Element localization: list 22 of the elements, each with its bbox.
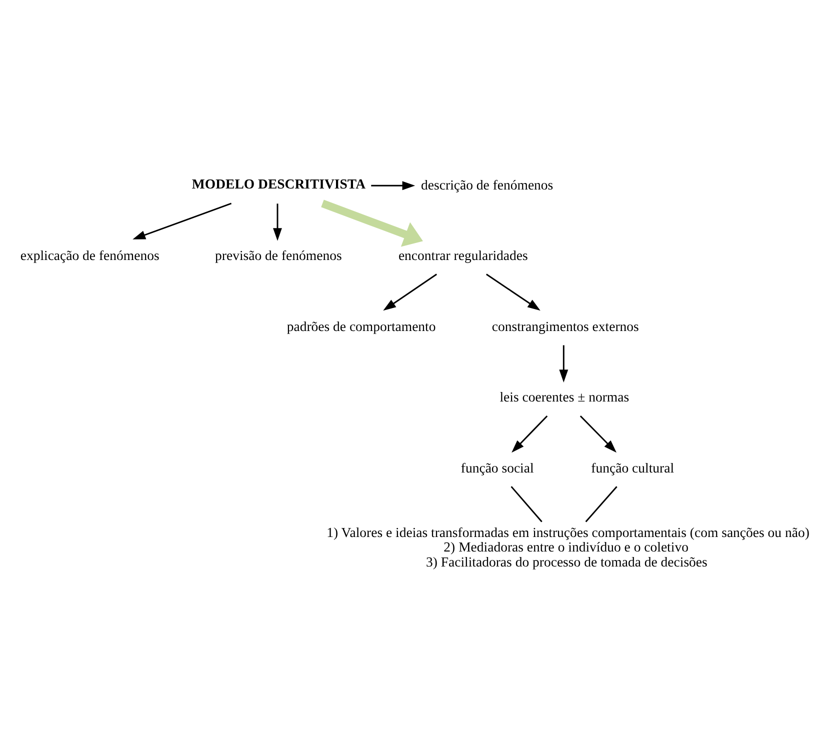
arrow xyxy=(580,416,616,453)
node-text: função cultural xyxy=(591,460,674,476)
arrow xyxy=(132,202,232,240)
connector xyxy=(585,486,618,522)
node-text: função social xyxy=(460,460,534,476)
arrow xyxy=(273,204,282,241)
arrow xyxy=(486,274,540,311)
node-text: constrangimentos externos xyxy=(492,318,639,334)
arrow xyxy=(559,345,568,382)
node-text: padrões de comportamento xyxy=(286,318,436,334)
node-text: 1) Valores e ideias transformadas em instruções comportamentais (com sanções ou não) 2) Mediadoras entre o indivíduo e o coletivo 3) Facilitadoras do processo de tomada de decisões xyxy=(326,524,810,570)
connector xyxy=(510,486,542,522)
arrow xyxy=(383,274,438,311)
node-text: previsão de fenómenos xyxy=(215,248,342,264)
arrow xyxy=(512,416,548,453)
arrow xyxy=(321,200,423,247)
node-text: explicação de fenómenos xyxy=(20,248,160,264)
node-text: leis coerentes ± normas xyxy=(500,390,630,405)
node-text: encontrar regularidades xyxy=(398,248,528,264)
arrow xyxy=(371,181,416,190)
node-text: MODELO DESCRITIVISTA xyxy=(192,176,366,192)
node-text: descrição de fenómenos xyxy=(421,177,554,192)
